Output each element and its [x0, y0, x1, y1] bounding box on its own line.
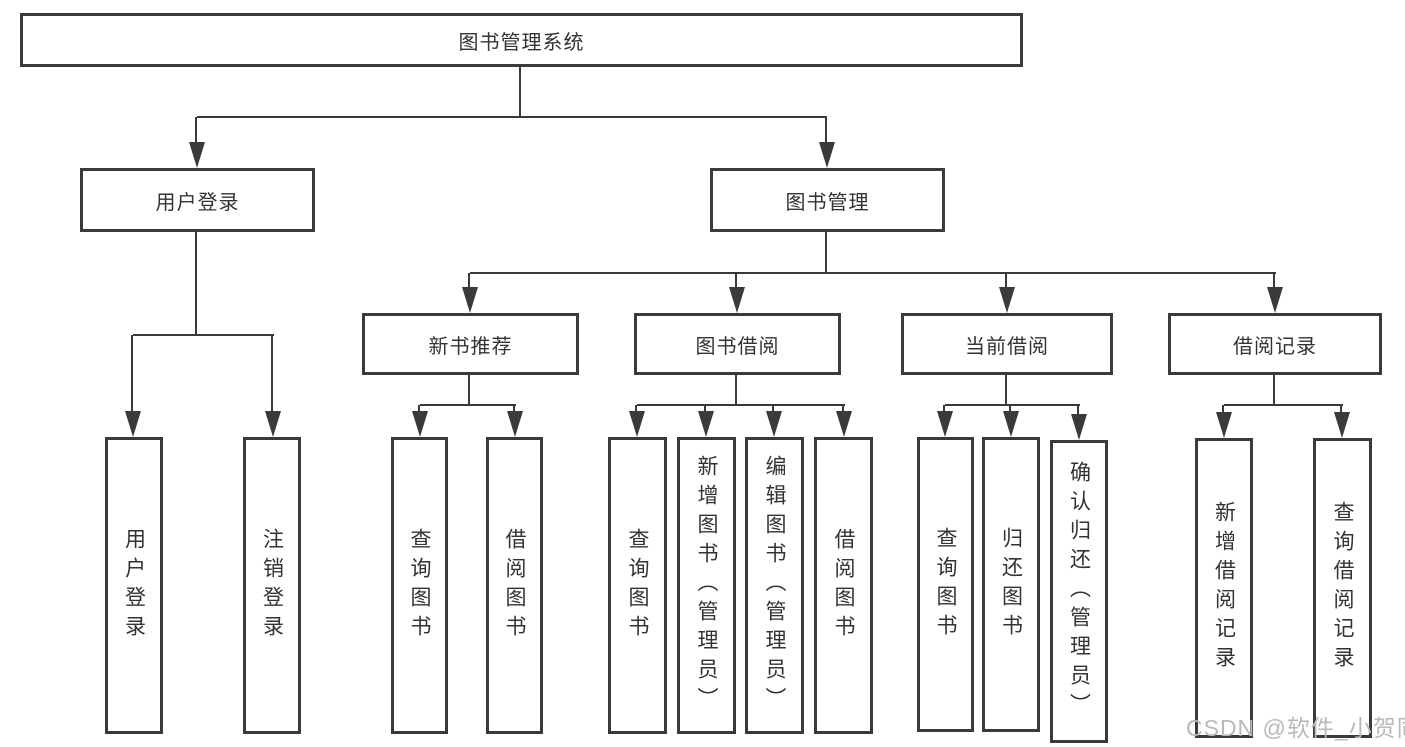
- connector-line: [470, 272, 1276, 274]
- connector-line: [1005, 375, 1007, 405]
- connector-line: [519, 67, 521, 117]
- leaf-node-label: 归还图书: [999, 526, 1023, 643]
- submodule-node-label: 当前借阅: [965, 335, 1049, 358]
- leaf-node-label: 查询借阅记录: [1331, 501, 1354, 675]
- module-node-label: 用户登录: [155, 191, 240, 214]
- csdn-watermark: CSDN @软件_小贺同学: [1186, 715, 1405, 741]
- leaf-node-logout: 注销登录: [243, 437, 301, 734]
- connector-line: [945, 404, 1080, 406]
- leaf-node-query-books: 查询图书: [608, 437, 667, 734]
- connector-line: [133, 334, 274, 336]
- module-node-user-login: 用户登录: [80, 168, 315, 232]
- connector-line: [271, 335, 273, 417]
- connector-line: [420, 404, 516, 406]
- arrowhead-down-icon: [698, 411, 714, 437]
- arrowhead-down-icon: [412, 411, 428, 437]
- leaf-node-borrow-books: 借阅图书: [814, 437, 873, 734]
- submodule-node-new-book-recommend: 新书推荐: [362, 313, 579, 375]
- connector-line: [468, 273, 470, 295]
- connector-line: [468, 375, 470, 405]
- leaf-node-return-books: 归还图书: [982, 437, 1040, 732]
- submodule-node-current-borrow: 当前借阅: [901, 313, 1113, 375]
- arrowhead-down-icon: [629, 411, 645, 437]
- submodule-node-label: 图书借阅: [695, 335, 780, 358]
- leaf-node-query-borrow-record: 查询借阅记录: [1313, 438, 1372, 738]
- leaf-node-label: 确认归还（管理员）: [1067, 461, 1091, 722]
- module-node-label: 图书管理: [785, 191, 870, 214]
- arrowhead-down-icon: [766, 411, 782, 437]
- connector-line: [1273, 375, 1275, 405]
- arrowhead-down-icon: [937, 411, 953, 437]
- arrowhead-down-icon: [507, 411, 523, 437]
- leaf-node-add-borrow-record: 新增借阅记录: [1195, 438, 1253, 738]
- arrowhead-down-icon: [999, 287, 1015, 313]
- leaf-node-confirm-return-admin: 确认归还（管理员）: [1050, 440, 1108, 743]
- leaf-node-label: 编辑图书（管理员）: [763, 455, 786, 716]
- submodule-node-book-borrow: 图书借阅: [634, 313, 841, 375]
- leaf-node-label: 注销登录: [260, 527, 284, 644]
- leaf-node-query-books: 查询图书: [391, 437, 448, 734]
- leaf-node-label: 新增图书（管理员）: [695, 455, 718, 716]
- arrowhead-down-icon: [1267, 287, 1283, 313]
- arrowhead-down-icon: [462, 287, 478, 313]
- connector-line: [1224, 404, 1343, 406]
- leaf-node-label: 借阅图书: [503, 527, 526, 644]
- module-node-book-management: 图书管理: [710, 168, 945, 232]
- arrowhead-down-icon: [819, 142, 835, 168]
- leaf-node-label: 新增借阅记录: [1212, 501, 1236, 675]
- arrowhead-down-icon: [1003, 411, 1019, 437]
- connector-line: [197, 116, 827, 118]
- connector-line: [195, 117, 197, 159]
- leaf-node-label: 查询图书: [934, 526, 957, 643]
- submodule-node-label: 新书推荐: [428, 335, 513, 358]
- connector-line: [825, 232, 827, 273]
- leaf-node-label: 查询图书: [626, 527, 649, 644]
- leaf-node-user-login: 用户登录: [105, 437, 163, 734]
- arrowhead-down-icon: [189, 142, 205, 168]
- arrowhead-down-icon: [729, 287, 745, 313]
- arrowhead-down-icon: [1216, 412, 1232, 438]
- submodule-node-label: 借阅记录: [1233, 335, 1317, 358]
- submodule-node-borrow-record: 借阅记录: [1168, 313, 1382, 375]
- connector-line: [195, 232, 197, 335]
- connector-line: [735, 375, 737, 405]
- arrowhead-down-icon: [125, 411, 141, 437]
- connector-line: [131, 335, 133, 417]
- connector-line: [1005, 273, 1007, 295]
- leaf-node-label: 用户登录: [122, 527, 146, 644]
- leaf-node-borrow-books: 借阅图书: [486, 437, 543, 734]
- connector-line: [825, 117, 827, 159]
- leaf-node-add-books-admin: 新增图书（管理员）: [677, 437, 736, 734]
- arrowhead-down-icon: [1334, 412, 1350, 438]
- leaf-node-edit-books-admin: 编辑图书（管理员）: [745, 437, 804, 734]
- arrowhead-down-icon: [836, 411, 852, 437]
- arrowhead-down-icon: [1071, 414, 1087, 440]
- connector-line: [735, 273, 737, 295]
- leaf-node-label: 借阅图书: [832, 527, 855, 644]
- connector-line: [1273, 273, 1275, 295]
- leaf-node-query-books: 查询图书: [917, 437, 974, 732]
- leaf-node-label: 查询图书: [408, 527, 431, 644]
- root-node-library-system: 图书管理系统: [20, 13, 1023, 67]
- connector-line: [637, 404, 845, 406]
- arrowhead-down-icon: [265, 411, 281, 437]
- root-node-label: 图书管理系统: [458, 31, 585, 54]
